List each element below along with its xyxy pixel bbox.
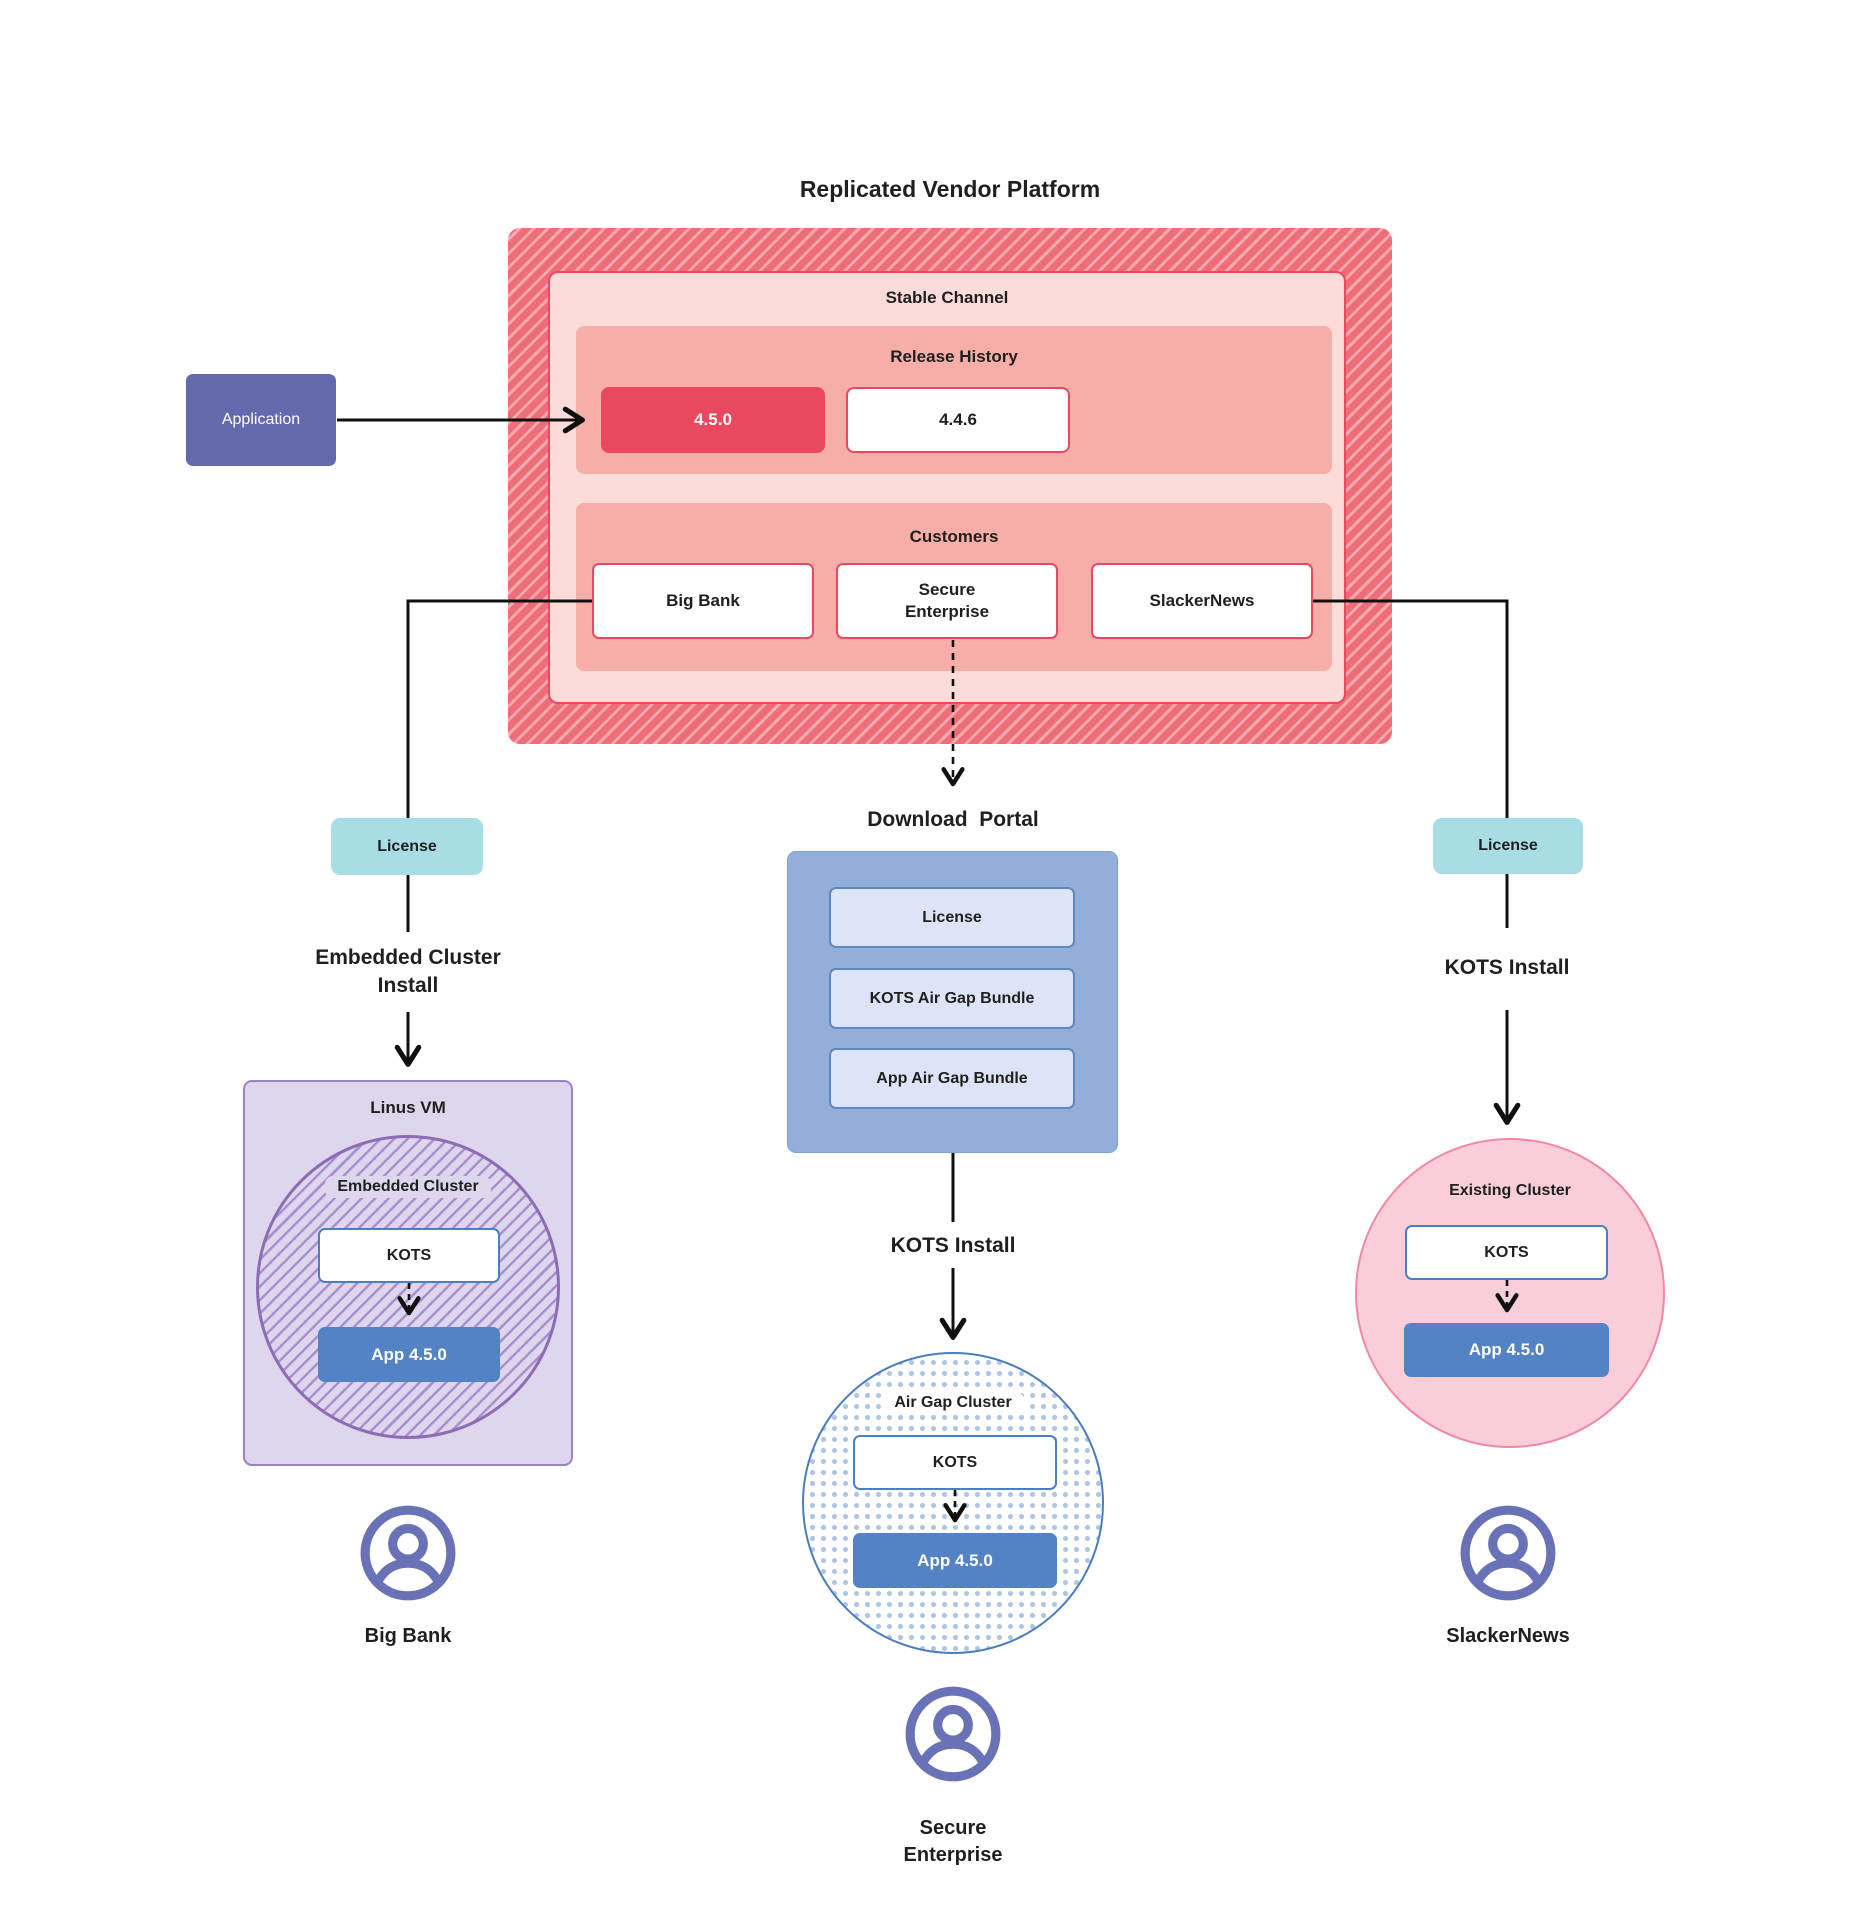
secure-enterprise-user-label: Secure Enterprise xyxy=(903,1817,1003,1866)
portal-item-kots-air-gap-bundle: KOTS Air Gap Bundle xyxy=(829,968,1075,1029)
air-gap-cluster-label: Air Gap Cluster xyxy=(802,1392,1104,1414)
customer-secure-enterprise-label: Secure Enterprise xyxy=(904,579,990,621)
linus-vm-label: Linus VM xyxy=(370,1098,446,1117)
stable-channel-label: Stable Channel xyxy=(885,288,1009,307)
release-history-label: Release History xyxy=(890,347,1018,366)
big-bank-user-label: Big Bank xyxy=(364,1625,452,1647)
app-box-embedded: App 4.5.0 xyxy=(318,1327,500,1382)
kots-install-label-middle: KOTS Install xyxy=(890,1234,1016,1257)
embedded-cluster-label: Embedded Cluster xyxy=(256,1176,560,1198)
license-node-big-bank: License xyxy=(331,818,483,875)
portal-item-app-air-gap-bundle: App Air Gap Bundle xyxy=(829,1048,1075,1109)
customer-big-bank-label: Big Bank xyxy=(666,590,740,610)
kots-box-air-gap: KOTS xyxy=(853,1435,1057,1490)
customer-slackernews-label: SlackerNews xyxy=(1149,591,1255,610)
user-icon xyxy=(360,1505,456,1601)
app-box-air-gap: App 4.5.0 xyxy=(853,1533,1057,1588)
customer-secure-enterprise: Secure Enterprise xyxy=(836,563,1058,639)
app-box-existing: App 4.5.0 xyxy=(1404,1323,1609,1377)
release-4-4-6: 4.4.6 xyxy=(846,387,1070,453)
slackernews-user-label: SlackerNews xyxy=(1446,1625,1570,1647)
existing-cluster-circle xyxy=(1355,1138,1665,1448)
user-icon xyxy=(905,1686,1001,1782)
download-portal-label: Download Portal xyxy=(867,808,1039,831)
license-node-slackernews: License xyxy=(1433,818,1583,874)
application-box: Application xyxy=(186,374,336,466)
kots-install-label-right: KOTS Install xyxy=(1444,956,1570,979)
user-icon xyxy=(1460,1505,1556,1601)
release-4-5-0: 4.5.0 xyxy=(601,387,825,453)
customers-label: Customers xyxy=(909,527,999,546)
kots-box-embedded: KOTS xyxy=(318,1228,500,1283)
embedded-cluster-install-label: Embedded Cluster Install xyxy=(315,946,501,998)
customer-slackernews: SlackerNews xyxy=(1091,563,1313,639)
kots-box-existing: KOTS xyxy=(1405,1225,1608,1280)
portal-item-license: License xyxy=(829,887,1075,948)
customer-big-bank: Big Bank xyxy=(592,563,814,639)
existing-cluster-label: Existing Cluster xyxy=(1449,1182,1571,1199)
page-title: Replicated Vendor Platform xyxy=(799,176,1101,202)
